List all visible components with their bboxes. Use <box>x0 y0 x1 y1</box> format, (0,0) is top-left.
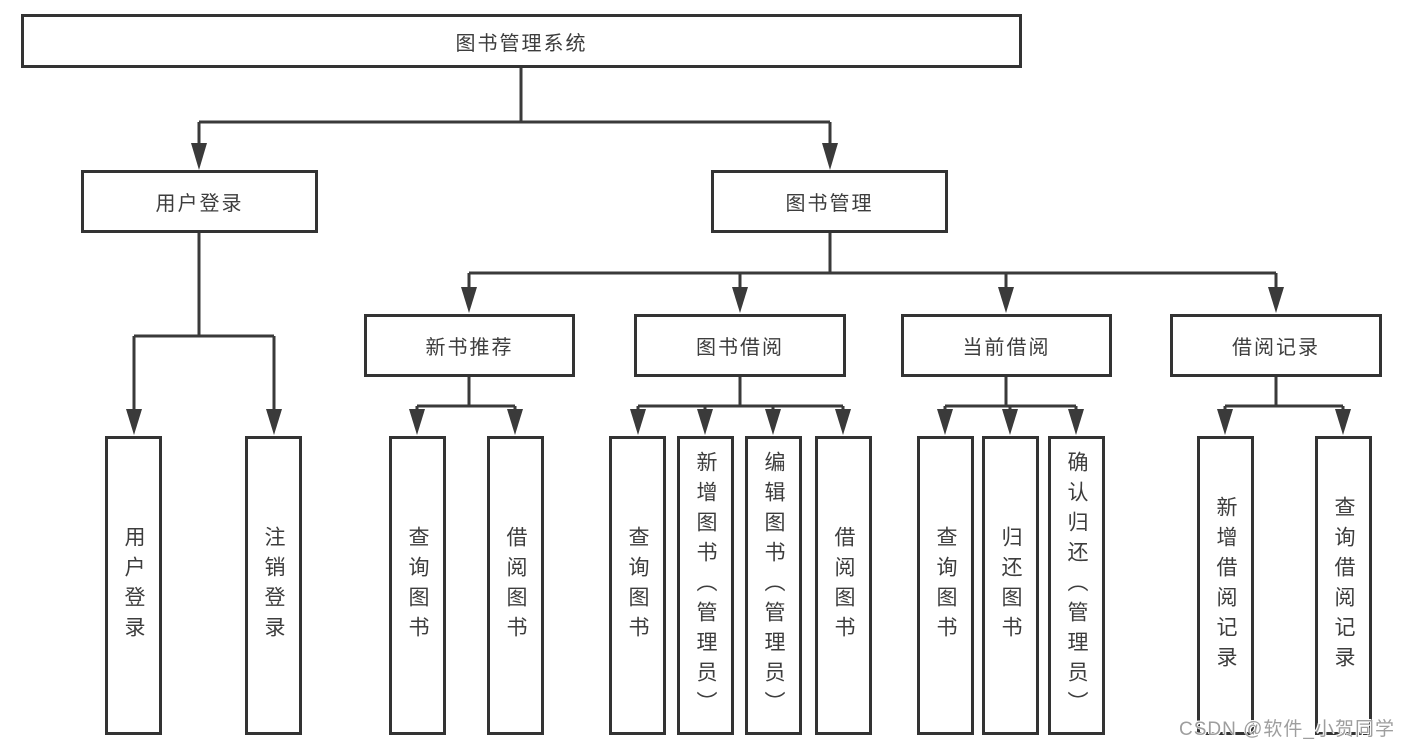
leaf-records-add-record-label: 新增借阅记录 <box>1214 495 1237 676</box>
leaf-borrow-borrow-books: 借阅图书 <box>815 436 872 735</box>
leaf-current-confirm-return-admin-label: 确认归还（管理员） <box>1065 450 1088 721</box>
node-book-borrowing-label: 图书借阅 <box>696 337 784 359</box>
node-current-borrowing: 当前借阅 <box>901 314 1112 377</box>
node-user-login-label: 用户登录 <box>155 193 244 215</box>
node-current-borrowing-label: 当前借阅 <box>962 337 1051 359</box>
leaf-newbooks-query-books-label: 查询图书 <box>406 525 429 646</box>
node-borrowing-records: 借阅记录 <box>1170 314 1382 377</box>
node-root-label: 图书管理系统 <box>455 32 588 55</box>
leaf-current-query-books: 查询图书 <box>917 436 974 735</box>
leaf-logout: 注销登录 <box>245 436 302 735</box>
leaf-borrow-query-books-label: 查询图书 <box>626 525 649 646</box>
leaf-records-query-record: 查询借阅记录 <box>1315 436 1372 735</box>
node-root-system: 图书管理系统 <box>21 14 1022 68</box>
leaf-borrow-edit-books-admin: 编辑图书（管理员） <box>745 436 802 735</box>
leaf-user-login-label: 用户登录 <box>122 525 145 646</box>
leaf-current-confirm-return-admin: 确认归还（管理员） <box>1048 436 1105 735</box>
leaf-borrow-add-books-admin-label: 新增图书（管理员） <box>694 450 717 721</box>
leaf-current-return-books: 归还图书 <box>982 436 1039 735</box>
leaf-current-return-books-label: 归还图书 <box>999 525 1022 646</box>
leaf-newbooks-borrow-books: 借阅图书 <box>487 436 544 735</box>
node-book-management: 图书管理 <box>711 170 948 233</box>
node-new-book-recommend-label: 新书推荐 <box>425 337 514 359</box>
leaf-borrow-borrow-books-label: 借阅图书 <box>832 525 855 646</box>
leaf-newbooks-query-books: 查询图书 <box>389 436 446 735</box>
node-book-management-label: 图书管理 <box>785 193 874 215</box>
leaf-borrow-edit-books-admin-label: 编辑图书（管理员） <box>762 450 785 721</box>
leaf-current-query-books-label: 查询图书 <box>934 525 957 646</box>
leaf-records-query-record-label: 查询借阅记录 <box>1332 495 1355 676</box>
leaf-records-add-record: 新增借阅记录 <box>1197 436 1254 735</box>
leaf-newbooks-borrow-books-label: 借阅图书 <box>504 525 527 646</box>
node-borrowing-records-label: 借阅记录 <box>1232 337 1320 359</box>
leaf-user-login: 用户登录 <box>105 436 162 735</box>
node-new-book-recommend: 新书推荐 <box>364 314 575 377</box>
csdn-watermark: CSDN @软件_小贺同学 <box>1179 719 1395 740</box>
node-user-login: 用户登录 <box>81 170 318 233</box>
leaf-borrow-query-books: 查询图书 <box>609 436 666 735</box>
leaf-borrow-add-books-admin: 新增图书（管理员） <box>677 436 734 735</box>
leaf-logout-label: 注销登录 <box>262 525 285 646</box>
node-book-borrowing: 图书借阅 <box>634 314 846 377</box>
